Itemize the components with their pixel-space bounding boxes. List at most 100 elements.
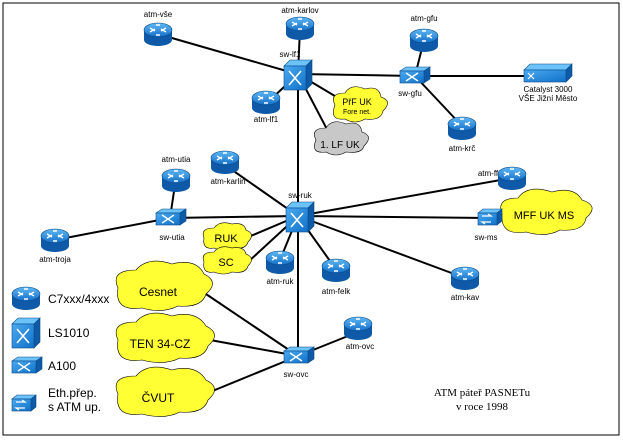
catalyst-line2: VŠE Jižní Město: [519, 94, 578, 103]
router-icon: [251, 90, 281, 115]
router-atm-karlov-label: atm-karlov: [281, 6, 318, 15]
router-atm-troja: atm-troja: [39, 228, 71, 264]
router-atm-kav: atm-kav: [450, 266, 480, 302]
cloud-cvut: ČVUT: [115, 366, 215, 417]
router-icon: [321, 258, 351, 283]
legend-router-label: C7xxx/4xxx: [48, 292, 109, 306]
router-atm-troja-label: atm-troja: [39, 255, 71, 264]
router-atm-vse: atm-vše: [143, 10, 173, 47]
router-icon: [161, 168, 191, 193]
router-icon: [409, 28, 439, 53]
router-icon: [265, 250, 295, 275]
catalyst-line1: Catalyst 3000: [524, 85, 573, 94]
router-atm-lf1-label: atm-lf1: [254, 115, 279, 124]
router-atm-krc-label: atm-krč: [449, 144, 476, 153]
a100-icon: [283, 346, 315, 364]
cloud-mff-label: MFF UK MS: [514, 210, 575, 222]
cloud-ruk: RUK: [202, 222, 252, 251]
legend-a100-label: A100: [48, 359, 76, 373]
eth-switch-icon: [477, 208, 503, 226]
router-atm-ovc: atm-ovc: [343, 316, 374, 351]
cloud-lf1uk: 1. LF UK: [314, 121, 369, 156]
legend-switch-label: LS1010: [48, 326, 90, 340]
cloud-sc: SC: [202, 246, 252, 275]
legend-a100-icon: [11, 356, 43, 374]
link-lf1-gfu: [297, 73, 416, 77]
router-atm-vse-label: atm-vše: [144, 10, 173, 19]
link-cesnet-ovc: [199, 289, 299, 357]
link-utia-ruk: [169, 215, 299, 219]
diagram-caption: ATM páteř PASNETu v roce 1998: [434, 387, 531, 413]
a100-sw-utia: sw-utia: [155, 208, 187, 242]
switch-sw-ruk: sw-ruk: [285, 191, 315, 233]
caption-line2: v roce 1998: [456, 401, 508, 413]
router-icon: [285, 16, 315, 41]
switch-icon: [283, 59, 313, 91]
router-icon: [40, 228, 70, 253]
cloud-prf: PřF UK Fore net.: [333, 86, 388, 123]
router-atm-gfu: atm-gfu: [409, 14, 439, 53]
legend-eth-line2: s ATM up.: [48, 400, 101, 414]
catalyst-3000: Catalyst 3000 VŠE Jižní Město: [519, 63, 578, 103]
router-atm-ruk: atm-ruk: [265, 250, 295, 286]
legend-router-icon: [11, 286, 41, 311]
router-icon: [497, 166, 527, 191]
cloud-ruk-label: RUK: [214, 233, 238, 245]
cloud-mff: MFF UK MS: [500, 188, 593, 235]
eth-sw-ms-label: sw-ms: [474, 233, 497, 242]
catalyst-icon: [527, 72, 535, 80]
switch-icon: [285, 201, 315, 233]
a100-icon: [399, 66, 431, 84]
cloud-prf-line2: Fore net.: [343, 109, 371, 116]
cloud-cesnet: Cesnet: [115, 260, 213, 311]
a100-icon: [155, 208, 187, 226]
router-atm-krc: atm-krč: [447, 116, 477, 153]
cloud-ten-label: TEN 34-CZ: [130, 337, 191, 351]
diagram-frame: [2, 2, 620, 436]
cloud-ten: TEN 34-CZ: [115, 312, 215, 363]
switch-sw-ruk-label: sw-ruk: [288, 191, 313, 200]
router-atm-ovc-label: atm-ovc: [346, 342, 374, 351]
caption-line1: ATM páteř PASNETu: [434, 387, 531, 399]
router-atm-felk: atm-felk: [321, 258, 351, 296]
cloud-cesnet-label: Cesnet: [139, 285, 178, 299]
router-atm-lf1: atm-lf1: [251, 90, 281, 124]
legend-eth-line1: Eth.přep.: [48, 386, 97, 400]
legend-switch-icon: [11, 317, 41, 349]
link-cvut-ovc: [209, 355, 299, 393]
a100-sw-utia-label: sw-utia: [159, 233, 185, 242]
cloud-cvut-label: ČVUT: [142, 390, 175, 405]
link-vse-lf1: [157, 33, 298, 75]
legend-eth-icon: [11, 394, 37, 412]
router-icon: [210, 150, 240, 175]
a100-sw-ovc: sw-ovc: [283, 346, 315, 379]
a100-sw-ovc-label: sw-ovc: [284, 370, 309, 379]
router-atm-ff-label: atm-ff: [478, 169, 499, 178]
router-atm-utia: atm-utia: [161, 155, 191, 193]
router-atm-kav-label: atm-kav: [451, 293, 479, 302]
router-atm-karlov: atm-karlov: [281, 6, 319, 41]
link-ruk-kav: [297, 215, 466, 279]
router-atm-ff: atm-ff: [478, 166, 527, 191]
router-icon: [447, 116, 477, 141]
cloud-lf1uk-label: 1. LF UK: [320, 140, 360, 151]
router-icon: [143, 22, 173, 47]
router-icon: [343, 316, 373, 341]
link-ten-ovc: [209, 339, 299, 357]
eth-sw-ms: sw-ms: [474, 208, 503, 242]
switch-sw-lf1-label: sw-lf1: [280, 50, 301, 59]
router-icon: [450, 266, 480, 291]
legend: C7xxx/4xxx LS1010 A100 Eth.přep. s ATM u…: [11, 286, 109, 414]
router-atm-felk-label: atm-felk: [322, 287, 351, 296]
a100-sw-gfu: sw-gfu: [398, 66, 431, 98]
link-ruk-ff: [297, 177, 513, 217]
router-atm-gfu-label: atm-gfu: [410, 14, 437, 23]
a100-sw-gfu-label: sw-gfu: [398, 89, 422, 98]
cloud-sc-label: SC: [218, 257, 233, 269]
router-atm-karlin-label: atm-karlin: [210, 177, 245, 186]
router-atm-karlin: atm-karlin: [210, 150, 246, 186]
router-atm-ruk-label: atm-ruk: [266, 277, 294, 286]
cloud-prf-line1: PřF UK: [342, 97, 372, 107]
